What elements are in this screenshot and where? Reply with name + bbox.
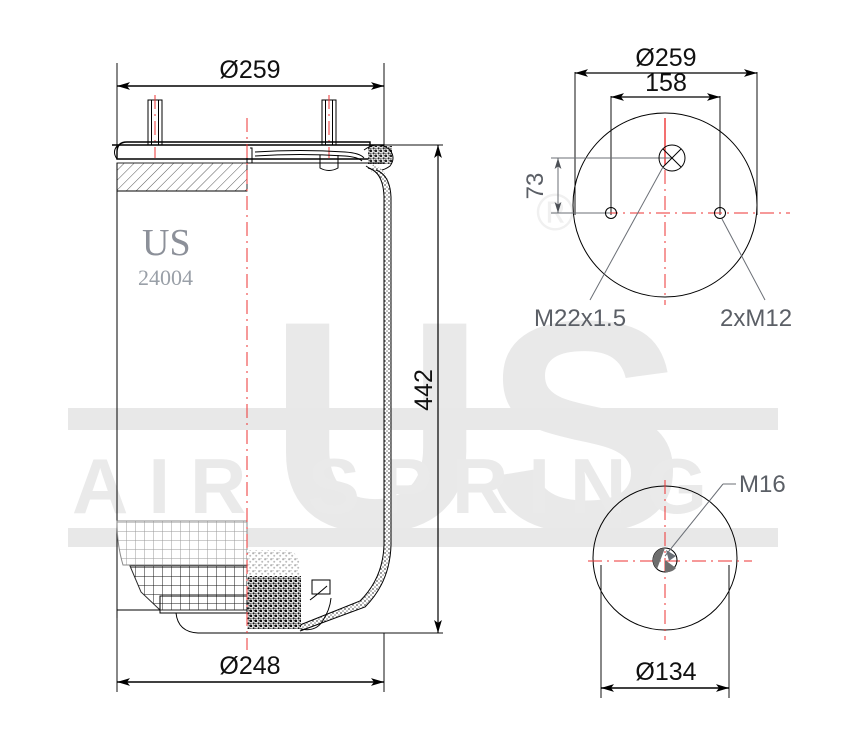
callout-label-m16: M16 xyxy=(739,471,786,498)
piston-base-profile xyxy=(117,579,332,634)
top-bead-plate xyxy=(112,141,384,160)
top-plate-view: Ø259 158 73 xyxy=(522,44,792,332)
callout-label-2xm12: 2xM12 xyxy=(720,305,792,332)
dim-label-bottom-diameter: Ø248 xyxy=(219,652,280,680)
piston-crosshatch-upper xyxy=(116,520,248,566)
dim-label-bolt-spacing: 158 xyxy=(645,69,687,97)
top-mounting-studs xyxy=(147,95,337,158)
section-hatch-region xyxy=(116,162,248,192)
dimension-bottom-diameter: Ø248 xyxy=(116,618,385,692)
watermark-bar-top xyxy=(68,408,778,430)
air-spring-body-outline xyxy=(116,162,385,618)
center-port-m22 xyxy=(658,144,686,172)
main-sectional-view: Ø259 xyxy=(112,56,443,692)
callout-label-m22: M22x1.5 xyxy=(534,305,626,332)
dimension-piston-diameter: Ø134 xyxy=(600,565,730,698)
bellows-crimp-detail xyxy=(246,144,394,171)
dim-label-top-diameter: Ø259 xyxy=(219,56,280,84)
piston-stipple-upper xyxy=(247,550,300,580)
piston-bottom-view: M16 Ø134 xyxy=(588,471,786,698)
body-brand-stamp: US 24004 xyxy=(138,222,193,290)
piston-crosshatch-lower xyxy=(129,565,248,611)
watermark-tagline: AIR SPRING xyxy=(72,442,727,530)
dimension-plate-outer-diameter: Ø259 xyxy=(574,44,758,215)
dimension-port-offset: 73 xyxy=(522,157,672,214)
m16-leader-line xyxy=(664,483,724,557)
dim-label-port-offset: 73 xyxy=(522,173,549,200)
dim-label-overall-height: 442 xyxy=(410,369,438,411)
top-plate-circle xyxy=(572,112,758,298)
dimension-top-diameter: Ø259 xyxy=(116,56,385,152)
dimension-bolt-spacing: 158 xyxy=(610,69,721,215)
bolt-hole-right xyxy=(714,207,726,219)
brand-stamp-label: US xyxy=(142,222,191,264)
piston-stipple-lower xyxy=(247,576,301,629)
bellows-sleeve-wall xyxy=(298,164,392,632)
dim-label-plate-outer-diameter: Ø259 xyxy=(635,44,696,72)
dim-label-piston-diameter: Ø134 xyxy=(635,658,696,686)
bolt-hole-left xyxy=(605,207,617,219)
callout-leaders-top-view xyxy=(589,166,766,301)
brand-stamp-code: 24004 xyxy=(138,265,193,290)
dimension-overall-height: 442 xyxy=(310,144,443,634)
center-thread-m16 xyxy=(652,547,678,573)
